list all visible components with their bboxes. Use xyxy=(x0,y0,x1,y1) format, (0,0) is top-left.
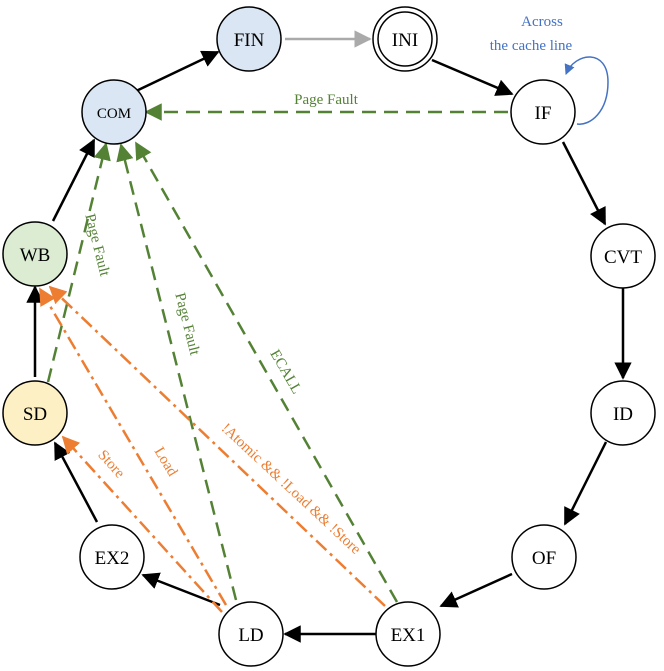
node-ld-circle xyxy=(218,601,284,667)
node-fin-circle xyxy=(216,6,282,72)
node-sd-circle xyxy=(2,380,68,446)
node-sd-label: SD xyxy=(23,404,47,425)
node-of-label: OF xyxy=(532,548,556,569)
node-wb-circle xyxy=(2,221,68,287)
node-id: ID xyxy=(590,380,656,446)
node-ini: INI xyxy=(372,6,438,72)
node-com-label: COM xyxy=(97,106,131,122)
edge-id-of xyxy=(563,441,608,526)
ecall-label: ECALL xyxy=(266,347,304,397)
edge-wb-com xyxy=(51,138,96,222)
node-id-label: ID xyxy=(613,404,633,425)
across-label-line2: the cache line xyxy=(490,38,573,54)
edge-ex1-wb-other xyxy=(48,285,386,607)
node-if-label: IF xyxy=(535,103,552,124)
node-of: OF xyxy=(511,524,577,590)
edge-ld-com-pagefault xyxy=(116,143,238,601)
node-ex2-circle xyxy=(79,524,145,590)
edge-ini-if xyxy=(431,58,514,96)
node-ini-label: INI xyxy=(392,30,418,51)
edge-if-cvt xyxy=(561,141,607,226)
edge-if-self-loop xyxy=(564,56,609,125)
pagefault-sd-label: Page Fault xyxy=(81,212,112,279)
node-fin: FIN xyxy=(216,6,282,72)
node-sd: SD xyxy=(2,380,68,446)
node-wb-label: WB xyxy=(20,245,51,266)
edge-ld-ex2 xyxy=(141,572,221,607)
node-if-circle xyxy=(510,79,576,145)
node-ex2: EX2 xyxy=(79,524,145,590)
load-label: Load xyxy=(151,445,181,480)
not-atomic-label: !Atomic && !Load && !Store xyxy=(218,420,364,558)
edge-ex1-com-ecall xyxy=(134,141,399,603)
edge-ld-sd-store xyxy=(61,435,223,613)
node-ex1-label: EX1 xyxy=(391,625,426,646)
pagefault-if-label: Page Fault xyxy=(294,92,359,108)
node-ld: LD xyxy=(218,601,284,667)
node-id-circle xyxy=(590,380,656,446)
node-if: IF xyxy=(510,79,576,145)
edge-sd-com-pagefault xyxy=(46,142,111,383)
node-cvt-circle xyxy=(590,223,656,289)
edge-ld-wb-load xyxy=(38,287,228,606)
node-of-circle xyxy=(511,524,577,590)
across-label-line1: Across xyxy=(521,14,563,30)
node-ex1-circle xyxy=(375,601,441,667)
node-ex2-label: EX2 xyxy=(95,548,130,569)
edge-ex2-sd xyxy=(53,441,99,523)
node-cvt-label: CVT xyxy=(604,247,642,268)
node-com: COM xyxy=(81,79,147,145)
edge-of-ex1 xyxy=(439,572,513,608)
edge-com-fin xyxy=(133,50,220,94)
pagefault-ld-label: Page Fault xyxy=(171,291,202,358)
node-com-circle xyxy=(81,79,147,145)
node-cvt: CVT xyxy=(590,223,656,289)
node-fin-label: FIN xyxy=(234,30,265,51)
node-ini-inner-circle xyxy=(377,11,433,67)
node-ld-label: LD xyxy=(238,625,263,646)
node-wb: WB xyxy=(2,221,68,287)
node-ex1: EX1 xyxy=(375,601,441,667)
